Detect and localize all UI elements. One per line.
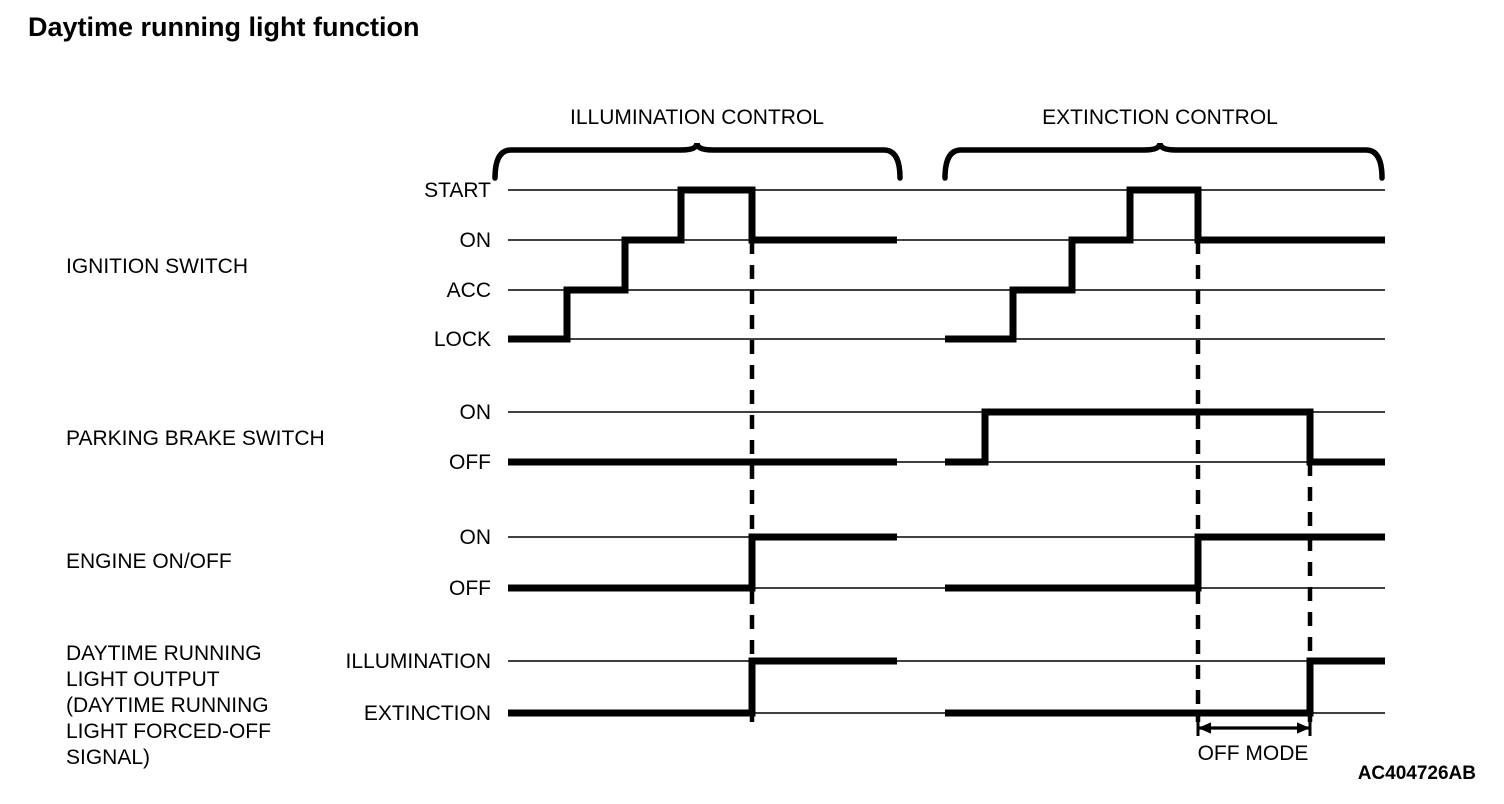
- state-label-parking-brake-switch-off: OFF: [449, 451, 491, 474]
- signal-name-2: PARKING BRAKE SWITCH: [66, 427, 325, 450]
- waveform-4-2: [945, 657, 1385, 717]
- state-label-daytime-running-light-output-extinction: EXTINCTION: [364, 702, 491, 725]
- state-label-daytime-running-light-output-illumination: ILLUMINATION: [346, 650, 491, 673]
- page-title: Daytime running light function: [28, 12, 420, 42]
- section-label-1: ILLUMINATION CONTROL: [570, 106, 824, 129]
- signal-name-4-line-5: SIGNAL): [66, 746, 150, 769]
- signal-name-4-line-2: LIGHT OUTPUT: [66, 668, 220, 691]
- signal-name-3: ENGINE ON/OFF: [66, 550, 232, 573]
- section-brace-group: [492, 142, 1385, 181]
- state-label-ignition-switch-on: ON: [460, 229, 492, 252]
- waveform-4-1: [508, 657, 897, 717]
- state-label-group: START ON ACC LOCK ON OFF ON OFF ILLUMINATION EXTI…: [346, 179, 492, 725]
- section-label-group: ILLUMINATION CONTROL EXTINCTION CONTROL: [570, 106, 1278, 129]
- signal-name-4-line-4: LIGHT FORCED-OFF: [66, 720, 271, 743]
- waveform-2-2: [945, 408, 1385, 466]
- state-label-engine-on-off-off: OFF: [449, 577, 491, 600]
- waveform-1-1: [508, 186, 897, 343]
- waveform-3-2: [945, 533, 1385, 592]
- section-label-2: EXTINCTION CONTROL: [1042, 106, 1278, 129]
- state-label-ignition-switch-lock: LOCK: [434, 328, 491, 351]
- off-mode-arrowhead-left: [1198, 722, 1211, 734]
- off-mode-arrowhead-right: [1297, 722, 1310, 734]
- signal-name-group: IGNITION SWITCH PARKING BRAKE SWITCH ENGIN…: [66, 255, 325, 769]
- section-brace-2: [942, 142, 1385, 181]
- state-label-ignition-switch-acc: ACC: [447, 279, 491, 302]
- dashed-marker-group: [749, 240, 1313, 722]
- signal-name-1: IGNITION SWITCH: [66, 255, 248, 278]
- state-label-parking-brake-switch-on: ON: [460, 401, 492, 424]
- off-mode-annotation: OFF MODE: [1196, 710, 1312, 765]
- off-mode-label: OFF MODE: [1198, 742, 1309, 765]
- baseline-group: [508, 189, 1385, 714]
- waveform-3-1: [508, 533, 897, 592]
- signal-name-4-line-3: (DAYTIME RUNNING: [66, 694, 269, 717]
- state-label-engine-on-off-on: ON: [460, 526, 492, 549]
- signal-name-4-line-1: DAYTIME RUNNING: [66, 642, 262, 665]
- waveform-group: [508, 186, 1385, 717]
- state-label-ignition-switch-start: START: [424, 179, 491, 202]
- section-brace-1: [492, 142, 903, 181]
- figure-code: AC404726AB: [1358, 763, 1476, 784]
- waveform-1-2: [945, 186, 1385, 343]
